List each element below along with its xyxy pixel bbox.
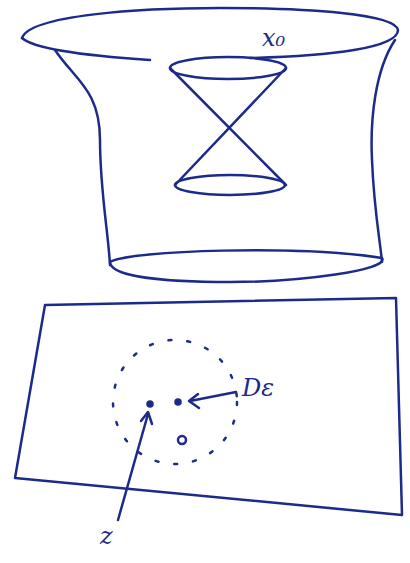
surface-rim — [22, 8, 398, 58]
base-plane — [15, 298, 402, 515]
surface-rim — [22, 38, 150, 60]
cone-line — [170, 68, 286, 185]
arrow-head — [189, 394, 199, 408]
point-label: z — [100, 524, 113, 548]
arrow-head — [141, 412, 152, 424]
disk-label: Dε — [242, 376, 274, 400]
cone-line — [175, 68, 286, 185]
cone-bottom-ellipse — [175, 175, 285, 195]
cone-top-ellipse — [170, 57, 286, 79]
surface-rim — [110, 250, 382, 282]
leader-arrow — [118, 414, 148, 520]
point — [176, 400, 181, 405]
small-circle — [178, 436, 186, 444]
point — [148, 402, 153, 407]
surface-side — [372, 40, 395, 262]
disk-boundary — [113, 340, 237, 464]
point-label: x₀ — [262, 26, 285, 50]
surface-side — [55, 50, 110, 265]
